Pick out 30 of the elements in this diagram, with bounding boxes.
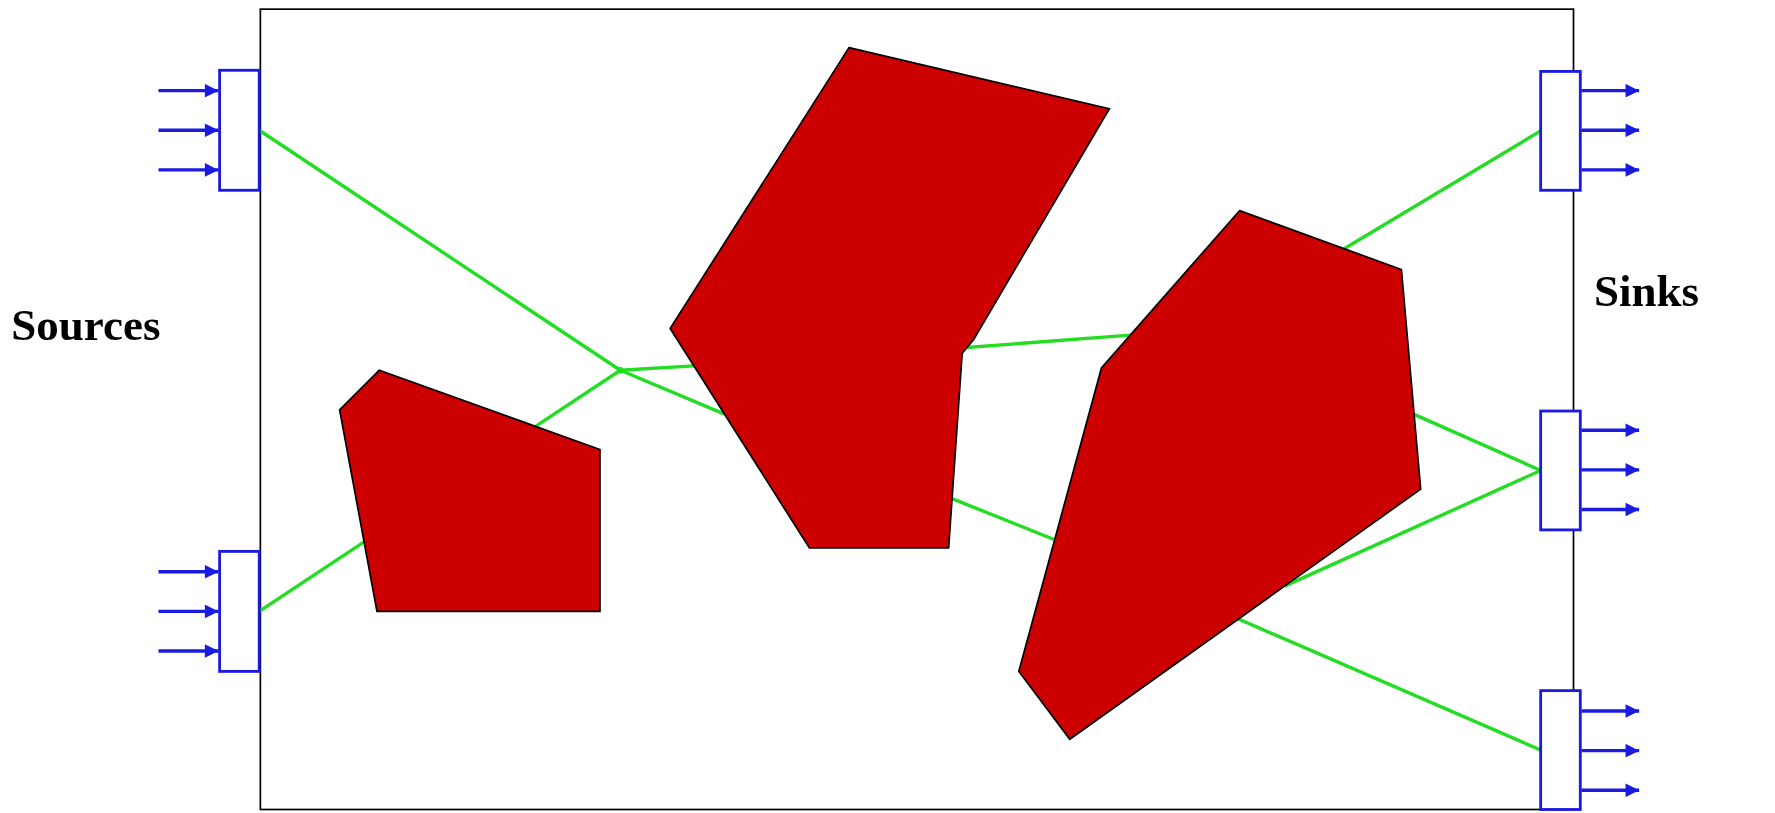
sink-box xyxy=(1539,70,1582,192)
connection-line xyxy=(534,368,622,428)
connection-line xyxy=(966,333,1131,350)
connection-line xyxy=(951,497,1056,542)
arrow xyxy=(1581,743,1640,758)
arrow xyxy=(1581,463,1640,477)
arrow xyxy=(1581,423,1640,438)
arrow xyxy=(158,123,219,138)
arrow xyxy=(1581,123,1640,138)
arrow xyxy=(1581,502,1640,517)
obstacle-polygon xyxy=(338,369,601,613)
arrow xyxy=(158,644,219,658)
sink-box xyxy=(1539,689,1582,811)
connection-line xyxy=(620,364,695,372)
obstacle-polygon xyxy=(669,46,1111,549)
arrow xyxy=(1581,163,1640,177)
junction-point xyxy=(616,366,624,374)
arrow xyxy=(1581,783,1640,798)
obstacle-polygon xyxy=(1017,209,1422,741)
sources-label: Sources xyxy=(11,303,161,349)
arrow xyxy=(1581,83,1640,98)
arrow xyxy=(1581,704,1640,718)
source-box xyxy=(218,68,261,192)
arrow xyxy=(158,604,219,619)
arrow xyxy=(158,565,219,579)
sink-box xyxy=(1539,409,1582,532)
arrow xyxy=(158,163,219,177)
arrow xyxy=(158,83,219,98)
sinks-label: Sinks xyxy=(1593,269,1699,315)
source-box xyxy=(218,550,261,673)
